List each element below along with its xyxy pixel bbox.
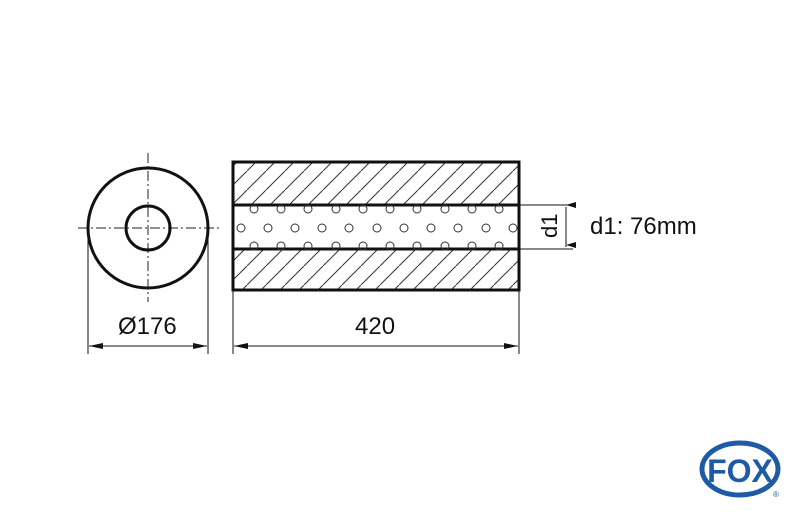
lower-insulation-hatch xyxy=(233,249,519,290)
diameter-label: Ø176 xyxy=(118,313,177,340)
body-outline xyxy=(231,160,521,292)
logo-text: FOX xyxy=(707,453,773,489)
outer-circle xyxy=(86,166,210,290)
d1-dimension-label: d1 xyxy=(537,213,562,238)
length-label: 420 xyxy=(355,313,396,340)
spec-text: d1: 76mm xyxy=(590,213,697,240)
end-view xyxy=(78,153,220,354)
inner-circle xyxy=(124,204,172,252)
upper-insulation-hatch xyxy=(233,162,519,205)
side-view xyxy=(231,160,576,354)
registered-mark: ® xyxy=(773,490,779,499)
perforation-holes xyxy=(236,204,518,251)
fox-logo: FOX ® xyxy=(699,440,781,499)
